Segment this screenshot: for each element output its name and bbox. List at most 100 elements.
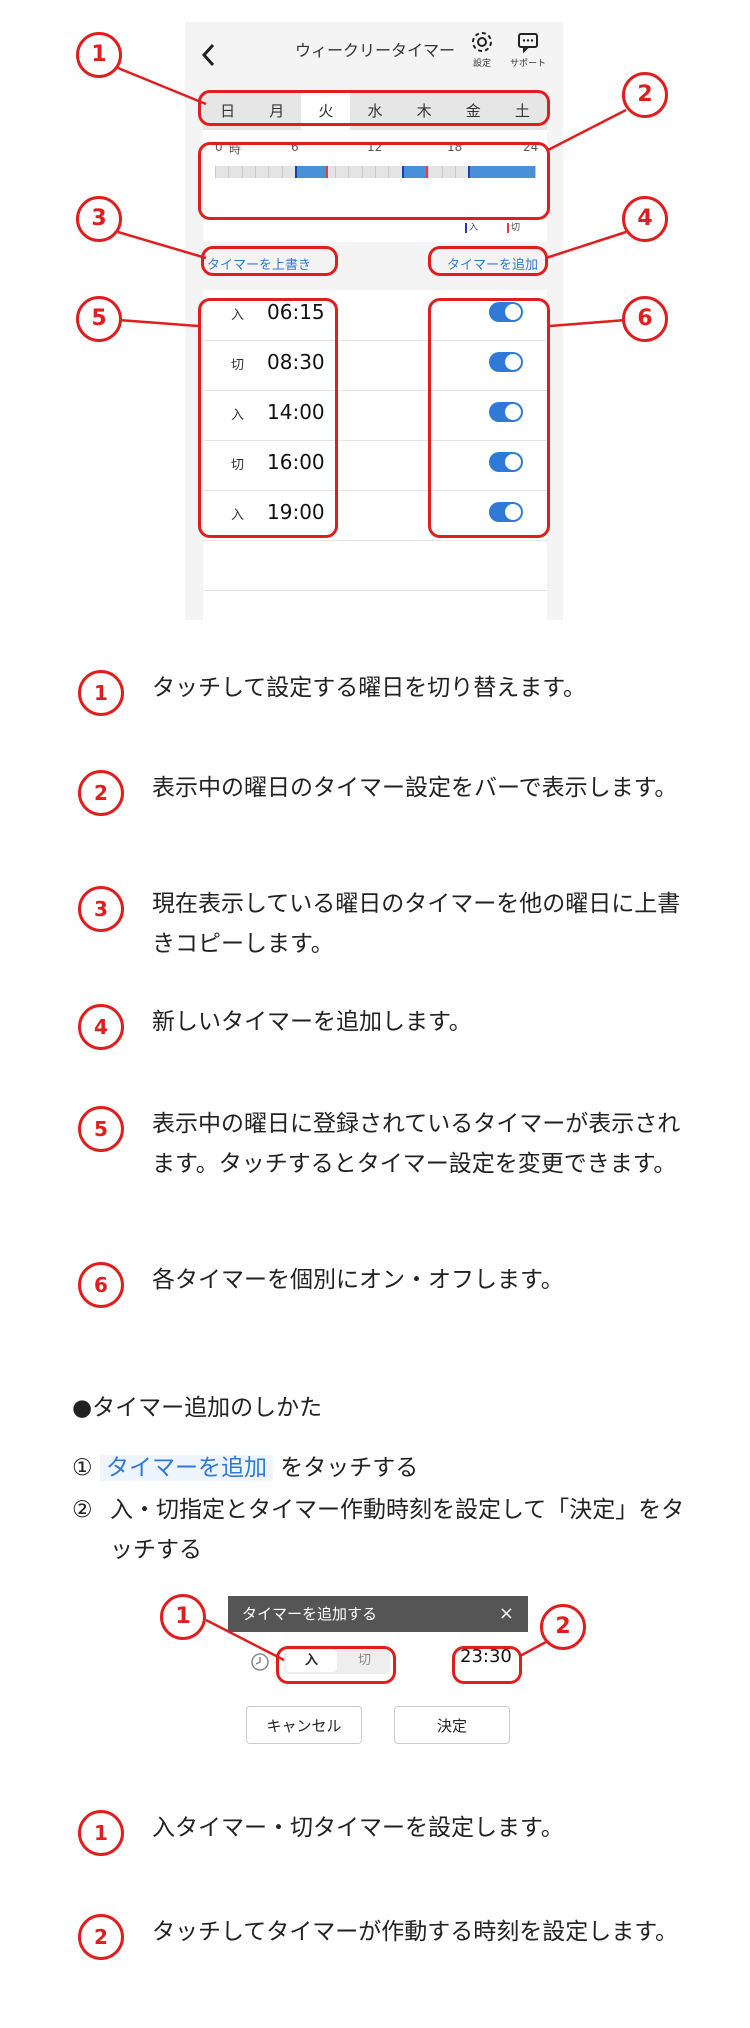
tab-sat[interactable]: 土 bbox=[514, 102, 530, 120]
timeline-tick bbox=[255, 166, 256, 178]
timeline-tick bbox=[348, 166, 350, 178]
timer-list: 入 06:15 切 08:30 入 14:00 切 16:00 入 19:00 bbox=[203, 290, 547, 620]
timer-toggle[interactable] bbox=[489, 302, 523, 322]
cancel-button[interactable]: キャンセル bbox=[246, 1706, 362, 1744]
desc-num-3: 3 bbox=[78, 886, 124, 932]
tick-label-0: 0 bbox=[215, 140, 223, 154]
desc-num-5: 5 bbox=[78, 1106, 124, 1152]
callout-box-add bbox=[428, 246, 548, 276]
tab-wed[interactable]: 水 bbox=[367, 102, 383, 120]
tab-mon[interactable]: 月 bbox=[269, 102, 285, 120]
callout-4: 4 bbox=[622, 196, 668, 242]
tick-label-6: 6 bbox=[291, 140, 299, 154]
callout-lines bbox=[117, 66, 627, 328]
step-2-text: 入・切指定とタイマー作動時刻を設定して「決定」をタッチする bbox=[110, 1497, 685, 1563]
close-icon[interactable]: × bbox=[498, 1603, 514, 1624]
chevron-left-icon bbox=[201, 43, 215, 67]
tab-sun[interactable]: 日 bbox=[220, 102, 236, 120]
on-off-selector: 入 切 bbox=[284, 1648, 390, 1674]
timeline-on-segment bbox=[401, 166, 429, 178]
callout-6: 6 bbox=[622, 296, 668, 342]
timer-time: 14:00 bbox=[267, 400, 325, 424]
dialog-desc-num-1: 1 bbox=[78, 1810, 124, 1856]
timer-time: 08:30 bbox=[267, 350, 325, 374]
overwrite-timer-link[interactable]: タイマーを上書き bbox=[207, 258, 312, 273]
timer-time-field[interactable]: 23:30 bbox=[460, 1646, 512, 1667]
timeline-on-segment bbox=[468, 166, 535, 178]
support-button[interactable]: サポート bbox=[503, 30, 553, 69]
timeline-on-marker bbox=[295, 166, 297, 178]
timeline-off-marker bbox=[426, 166, 429, 178]
toggle-knob bbox=[505, 304, 521, 320]
toggle-knob bbox=[505, 404, 521, 420]
callout-box-list bbox=[198, 298, 338, 538]
option-on[interactable]: 入 bbox=[286, 1650, 337, 1672]
timer-time: 16:00 bbox=[267, 450, 325, 474]
option-off[interactable]: 切 bbox=[357, 1653, 371, 1668]
dialog-title: タイマーを追加する bbox=[242, 1605, 378, 1623]
callout-box-toggles bbox=[428, 298, 550, 538]
chat-icon bbox=[518, 33, 538, 54]
timer-row[interactable]: 切 16:00 bbox=[203, 440, 547, 491]
timer-toggle[interactable] bbox=[489, 402, 523, 422]
ok-button[interactable]: 決定 bbox=[394, 1706, 510, 1744]
timer-kind: 切 bbox=[231, 358, 245, 373]
toggle-knob bbox=[505, 504, 521, 520]
timer-row[interactable]: 切 08:30 bbox=[203, 340, 547, 391]
desc-num-1: 1 bbox=[78, 670, 124, 716]
timer-toggle[interactable] bbox=[489, 502, 523, 522]
desc-text-6: 各タイマーを個別にオン・オフします。 bbox=[152, 1267, 564, 1293]
howto-heading: ●タイマー追加のしかた bbox=[72, 1395, 323, 1421]
timeline-card: 0 時 6 12 18 24 入 切 bbox=[203, 130, 547, 242]
timer-toggle[interactable] bbox=[489, 452, 523, 472]
timer-kind: 入 bbox=[231, 508, 245, 523]
callout-2: 2 bbox=[622, 72, 668, 118]
timeline-on-marker bbox=[468, 166, 471, 178]
dialog-header: タイマーを追加する × bbox=[228, 1596, 528, 1632]
timer-row[interactable]: 入 19:00 bbox=[203, 490, 547, 541]
timeline-tick bbox=[428, 166, 430, 178]
dialog-callout-1: 1 bbox=[160, 1594, 206, 1640]
desc-text-1: タッチして設定する曜日を切り替えます。 bbox=[152, 675, 587, 701]
timer-kind: 切 bbox=[231, 458, 245, 473]
timeline-on-segment bbox=[295, 166, 329, 178]
settings-button[interactable]: 設定 bbox=[457, 30, 507, 69]
dialog-desc-text-1: 入タイマー・切タイマーを設定します。 bbox=[152, 1815, 564, 1841]
timeline-tick bbox=[535, 166, 536, 178]
dialog-box-onoff bbox=[276, 1646, 396, 1684]
timeline-tick bbox=[388, 166, 390, 178]
back-button[interactable] bbox=[199, 40, 219, 76]
tick-label-unit: 時 bbox=[229, 142, 242, 156]
timer-row[interactable]: 入 14:00 bbox=[203, 390, 547, 441]
step-1-text: をタッチする bbox=[280, 1455, 419, 1481]
timer-toggle[interactable] bbox=[489, 352, 523, 372]
step-1-num: ① bbox=[72, 1455, 93, 1481]
dialog-desc-num-2: 2 bbox=[78, 1914, 124, 1960]
callout-5: 5 bbox=[76, 296, 122, 342]
timer-row[interactable]: 入 06:15 bbox=[203, 290, 547, 341]
timeline-tick bbox=[455, 166, 456, 178]
support-label: サポート bbox=[509, 59, 546, 69]
timeline-bar bbox=[215, 166, 536, 178]
desc-text-5: 表示中の曜日に登録されているタイマーが表示されます。タッチするとタイマー設定を変… bbox=[152, 1111, 681, 1177]
timer-kind: 入 bbox=[231, 408, 245, 423]
tab-fri[interactable]: 金 bbox=[465, 102, 481, 120]
timeline-tick bbox=[441, 166, 443, 178]
app-screen: ウィークリータイマー 設定 サポート 日 月 火 水 木 金 土 0 時 6 1… bbox=[185, 22, 563, 620]
clock-icon bbox=[251, 1653, 269, 1671]
tab-thu[interactable]: 木 bbox=[416, 102, 432, 120]
desc-text-3: 現在表示している曜日のタイマーを他の曜日に上書きコピーします。 bbox=[152, 891, 681, 957]
timer-kind: 入 bbox=[231, 308, 245, 323]
dialog-callout-lines bbox=[205, 1618, 547, 1662]
legend-off: 切 bbox=[507, 220, 520, 233]
add-timer-link[interactable]: タイマーを追加 bbox=[447, 258, 539, 273]
timeline-tick bbox=[361, 166, 363, 178]
nav-bar: ウィークリータイマー 設定 サポート bbox=[185, 22, 563, 88]
timeline-tick bbox=[268, 166, 270, 178]
toggle-knob bbox=[505, 454, 521, 470]
desc-text-2: 表示中の曜日のタイマー設定をバーで表示します。 bbox=[152, 775, 678, 801]
timeline-tick bbox=[375, 166, 376, 178]
callout-box-timeline bbox=[198, 142, 550, 220]
timer-actions: タイマーを上書き タイマーを追加 bbox=[203, 248, 547, 284]
legend-on: 入 bbox=[465, 220, 478, 233]
